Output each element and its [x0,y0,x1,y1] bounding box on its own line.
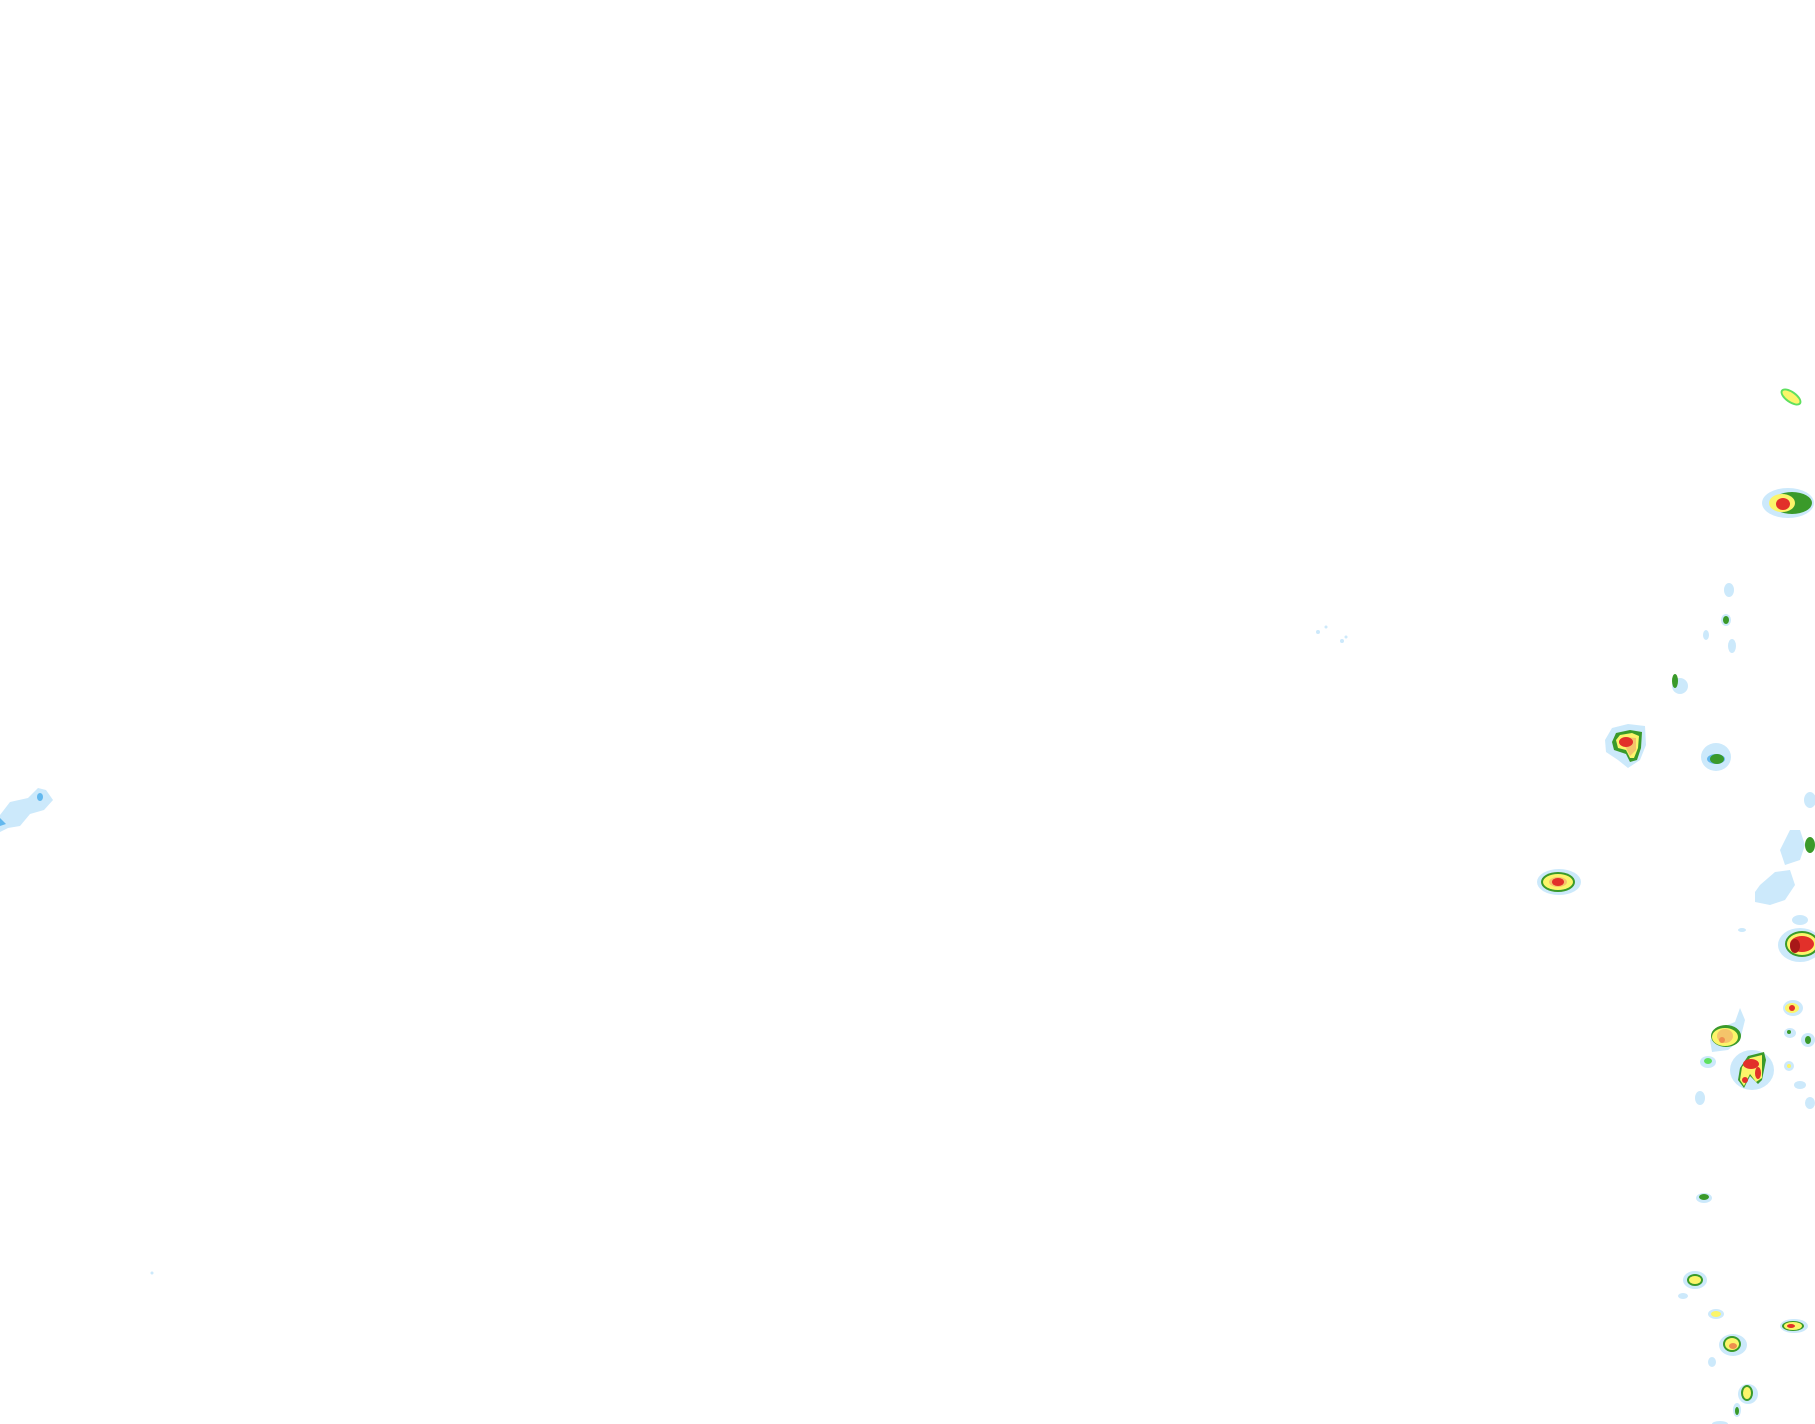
precip-speck [150,1271,154,1275]
storm-cell [1762,488,1814,518]
light-precip-cluster [1672,583,1736,694]
storm-cell [1778,928,1815,962]
light-precip-area [1738,792,1815,932]
storm-cell [1730,1050,1774,1090]
storm-cell-small-cluster [1695,1028,1815,1109]
storm-cell [1537,869,1581,895]
storm-cell [1712,1384,1758,1424]
storm-cell-small [1805,837,1815,853]
storm-cell [1780,388,1802,406]
precip-specks-center [1316,625,1348,643]
storm-cell [1696,1193,1712,1203]
storm-cell-small [1672,674,1678,688]
storm-cell [1605,724,1646,768]
storm-cell [1780,1319,1808,1333]
storm-cell-small [1723,616,1729,624]
storm-cell [1678,1271,1707,1299]
storm-cell [1708,1309,1724,1319]
storm-cell [1783,1000,1803,1016]
storm-cell [1701,743,1731,771]
storm-cell [1708,1334,1747,1367]
precip-cell-left [0,788,53,832]
storm-cell [1710,1008,1745,1052]
